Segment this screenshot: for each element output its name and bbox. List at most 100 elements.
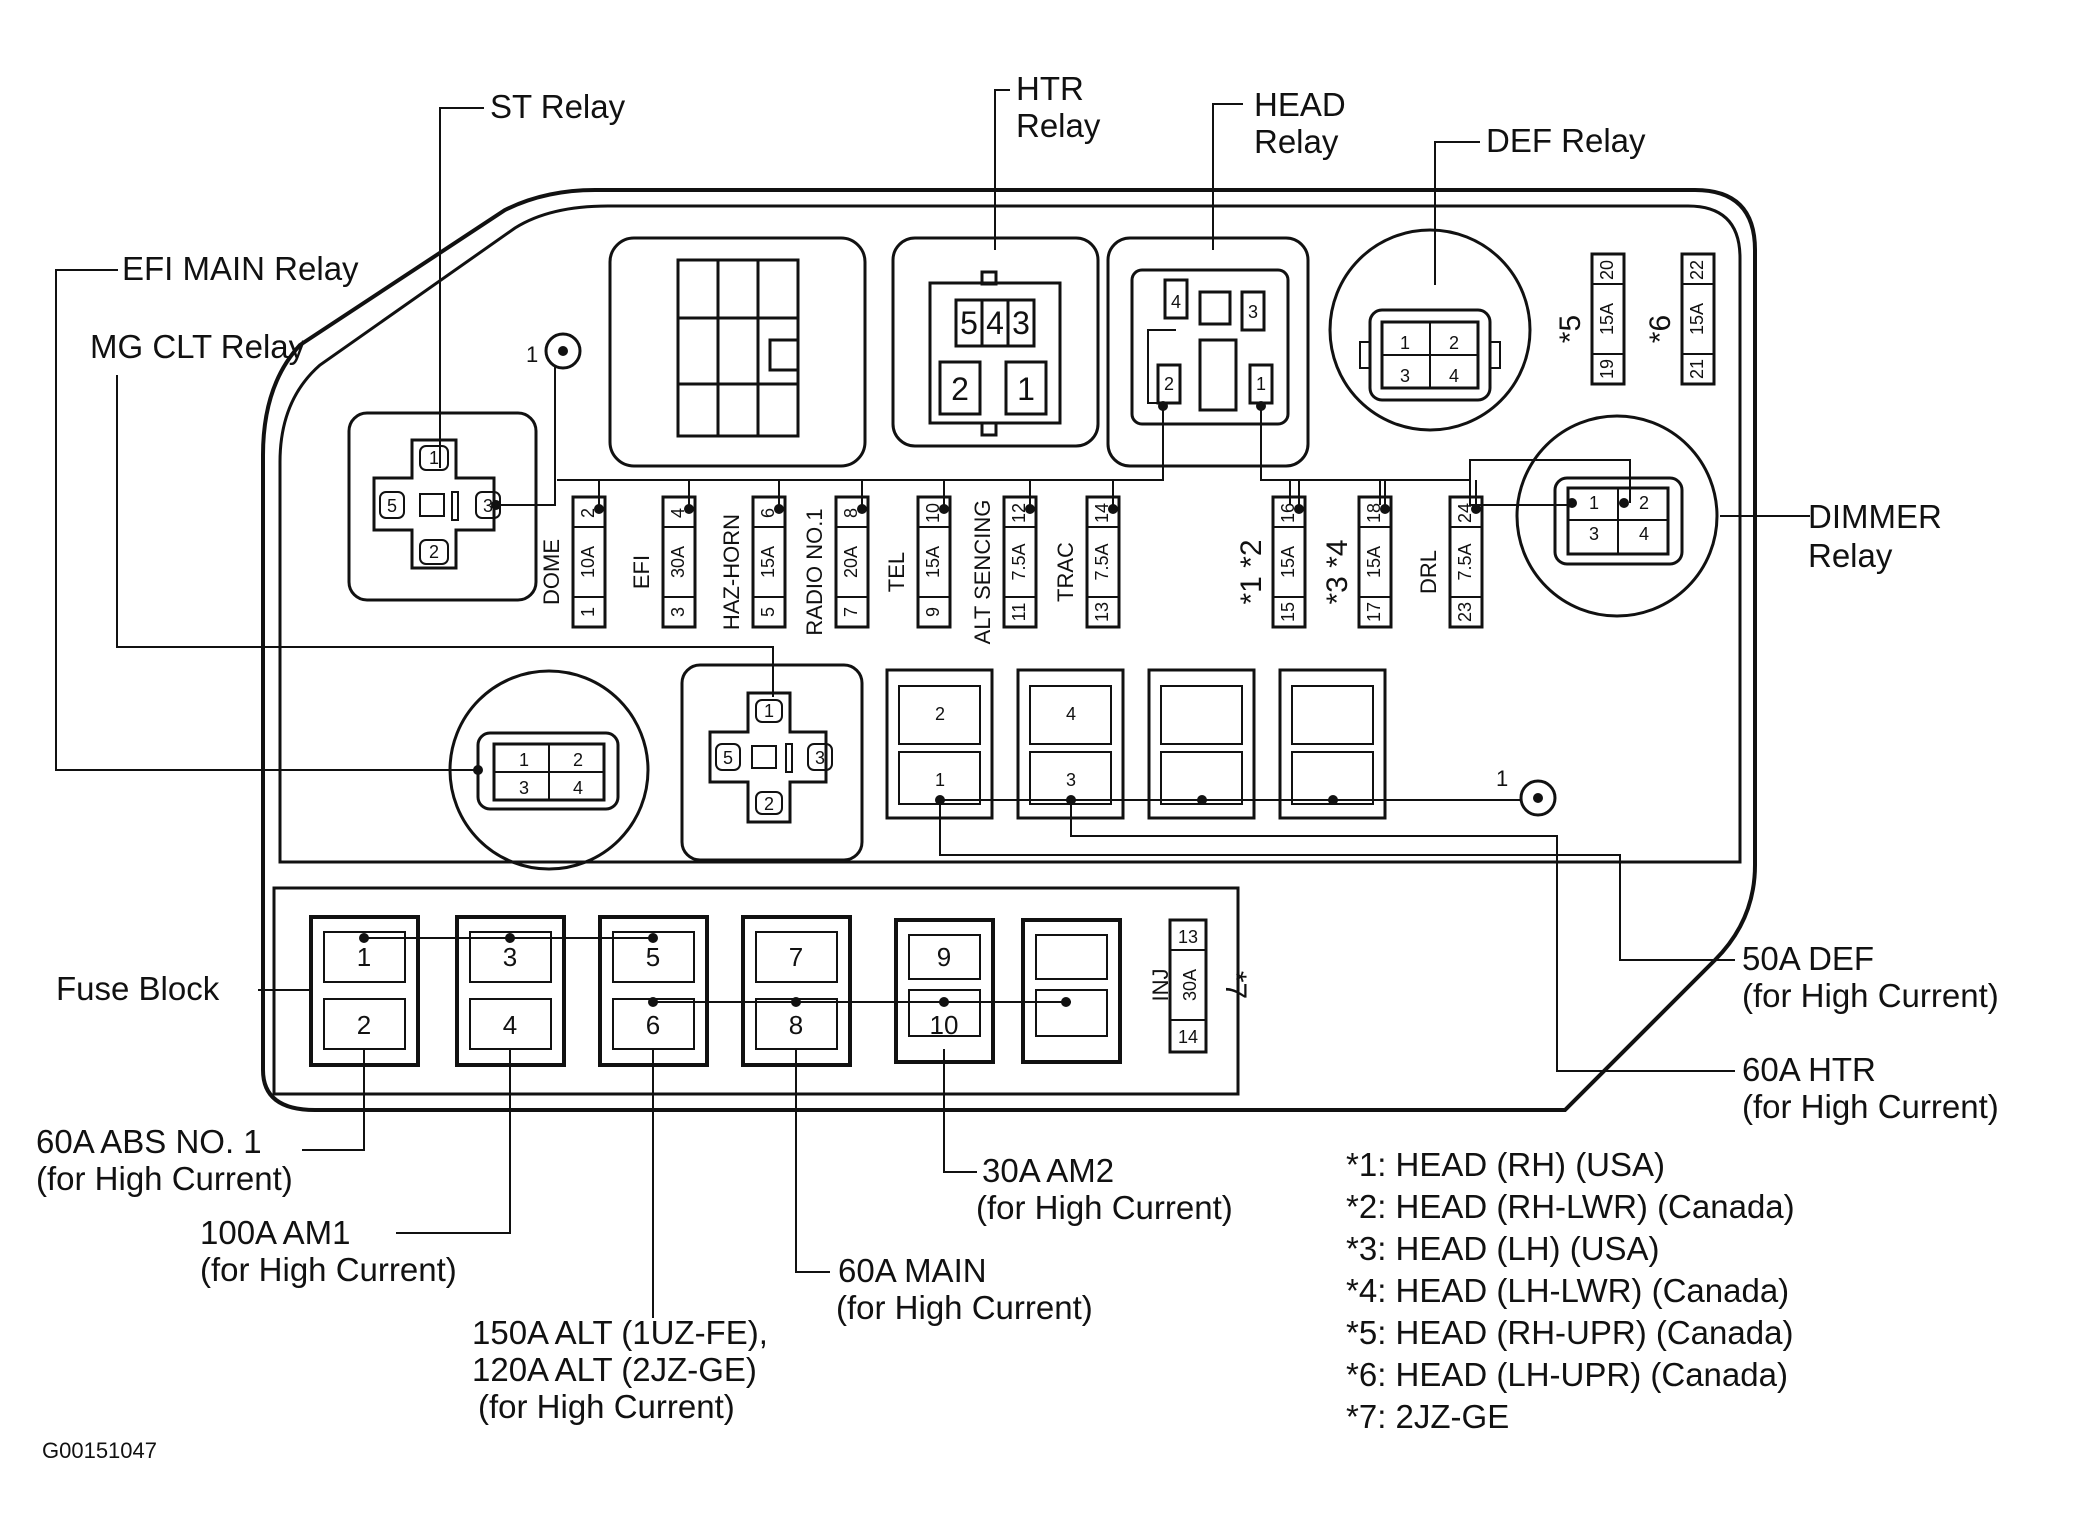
def-50a-label: 50A DEF	[1742, 940, 1874, 977]
inj-pin-14: 14	[1178, 1027, 1198, 1047]
fuse-pin-top: 18	[1364, 503, 1384, 523]
link-pin-4: 4	[503, 1010, 517, 1040]
note-5: *5: HEAD (RH-UPR) (Canada)	[1346, 1314, 1793, 1351]
efi-main-pin-2: 2	[573, 750, 583, 770]
fuse-amp: 7.5A	[1092, 543, 1112, 580]
st-pin-3: 3	[483, 496, 493, 516]
def-pin-1: 1	[1400, 333, 1410, 353]
mg-clt-pin-5: 5	[723, 748, 733, 768]
upper-link-pin-2: 2	[935, 704, 945, 724]
fuse-name: RADIO NO.1	[802, 508, 827, 635]
fuse-pin-bottom: 5	[758, 607, 778, 617]
efi-main-pin-4: 4	[573, 778, 583, 798]
upper-fusible-links: 2 1 4 3	[885, 668, 1520, 820]
fuse-pin-bottom: 13	[1092, 602, 1112, 622]
mg-clt-pin-2: 2	[764, 794, 774, 814]
fuse-pin-bottom: 23	[1455, 602, 1475, 622]
head-pin-2: 2	[1164, 374, 1174, 394]
fuse-pin-top: 10	[923, 503, 943, 523]
fuse-pin-top: 20	[1597, 260, 1617, 280]
fuse-amp: 7.5A	[1009, 543, 1029, 580]
link-pin-7: 7	[789, 942, 803, 972]
head-pin-3: 3	[1248, 302, 1258, 322]
efi-main-relay: 1 2 3 4	[448, 669, 650, 871]
head-pin-1: 1	[1256, 374, 1266, 394]
fuse-pin-bottom: 11	[1009, 603, 1029, 622]
am2-sub: (for High Current)	[976, 1189, 1233, 1226]
fuse-name: *5	[1554, 315, 1587, 343]
alt-sub: (for High Current)	[478, 1388, 735, 1425]
link-pin-10: 10	[930, 1010, 959, 1040]
fuse-pin-top: 22	[1687, 260, 1707, 280]
fuse-name: *1 *2	[1235, 539, 1268, 604]
fuse-pin-bottom: 3	[668, 607, 688, 617]
htr-relay: 5 4 3 2 1	[891, 236, 1100, 448]
fuse-pin-bottom: 17	[1364, 602, 1384, 622]
fuse-name: TEL	[884, 552, 909, 592]
mg-clt-pin-3: 3	[815, 748, 825, 768]
link-pin-1: 1	[357, 942, 371, 972]
fuse-pin-top: 12	[1009, 503, 1029, 523]
fuse-amp: 15A	[923, 546, 943, 578]
fuse-block-links: 1 2 3 4 5 6 7 8 9 10	[309, 915, 1122, 1067]
fuse-name: *6	[1644, 315, 1677, 343]
dimmer-pin-1: 1	[1589, 493, 1599, 513]
fuse-pin-top: 24	[1455, 503, 1475, 523]
dimmer-relay-label-1: DIMMER	[1808, 498, 1942, 535]
ground-label-top: 1	[526, 342, 538, 367]
bus-wiring	[496, 365, 1631, 506]
notes: *1: HEAD (RH) (USA) *2: HEAD (RH-LWR) (C…	[1346, 1146, 1795, 1435]
efi-main-pin-3: 3	[519, 778, 529, 798]
def-relay: 1 2 3 4	[1328, 228, 1532, 432]
fuse-block-label: Fuse Block	[56, 970, 220, 1007]
def-pin-2: 2	[1449, 333, 1459, 353]
link-pin-6: 6	[646, 1010, 660, 1040]
htr-pin-2: 2	[951, 371, 969, 407]
def-pin-3: 3	[1400, 366, 1410, 386]
def-relay-label: DEF Relay	[1486, 122, 1646, 159]
fuse-pin-top: 4	[668, 508, 688, 518]
fuse-amp: 15A	[1364, 546, 1384, 578]
st-relay-label: ST Relay	[490, 88, 626, 125]
inj-pin-13: 13	[1178, 927, 1198, 947]
def-50a-sub: (for High Current)	[1742, 977, 1999, 1014]
upper-link-pin-4: 4	[1066, 704, 1076, 724]
fuse-amp: 30A	[668, 546, 688, 578]
note-4: *4: HEAD (LH-LWR) (Canada)	[1346, 1272, 1789, 1309]
fuse-name: TRAC	[1053, 542, 1078, 602]
fuse-amp: 15A	[1687, 303, 1707, 335]
alt-label-2: 120A ALT (2JZ-GE)	[472, 1351, 757, 1388]
fuse-amp: 15A	[1597, 303, 1617, 335]
leader-lines	[55, 89, 1810, 1318]
am1-sub: (for High Current)	[200, 1251, 457, 1288]
note-7: *7: 2JZ-GE	[1346, 1398, 1509, 1435]
htr-relay-label-1: HTR	[1016, 70, 1084, 107]
mg-clt-pin-1: 1	[764, 701, 774, 721]
inj-amp: 30A	[1180, 969, 1200, 1001]
fuse-pin-bottom: 1	[578, 607, 598, 617]
link-pin-9: 9	[937, 942, 951, 972]
inj-note: *7	[1219, 971, 1252, 999]
st-relay: 1 5 3 2	[347, 411, 538, 602]
main-sub: (for High Current)	[836, 1289, 1093, 1326]
dimmer-relay-label-2: Relay	[1808, 537, 1893, 574]
fuse-pin-bottom: 7	[841, 607, 861, 617]
htr-pin-4: 4	[986, 305, 1004, 341]
abs-label: 60A ABS NO. 1	[36, 1123, 262, 1160]
fuse-amp: 20A	[841, 546, 861, 578]
unnamed-relay	[608, 236, 867, 468]
fuse-amp: 15A	[758, 546, 778, 578]
head-relay: 4 3 2 1	[1106, 236, 1310, 468]
head-relay-label-1: HEAD	[1254, 86, 1346, 123]
ground-point-top: 1	[526, 332, 582, 370]
fuse-pin-top: 16	[1278, 503, 1298, 523]
